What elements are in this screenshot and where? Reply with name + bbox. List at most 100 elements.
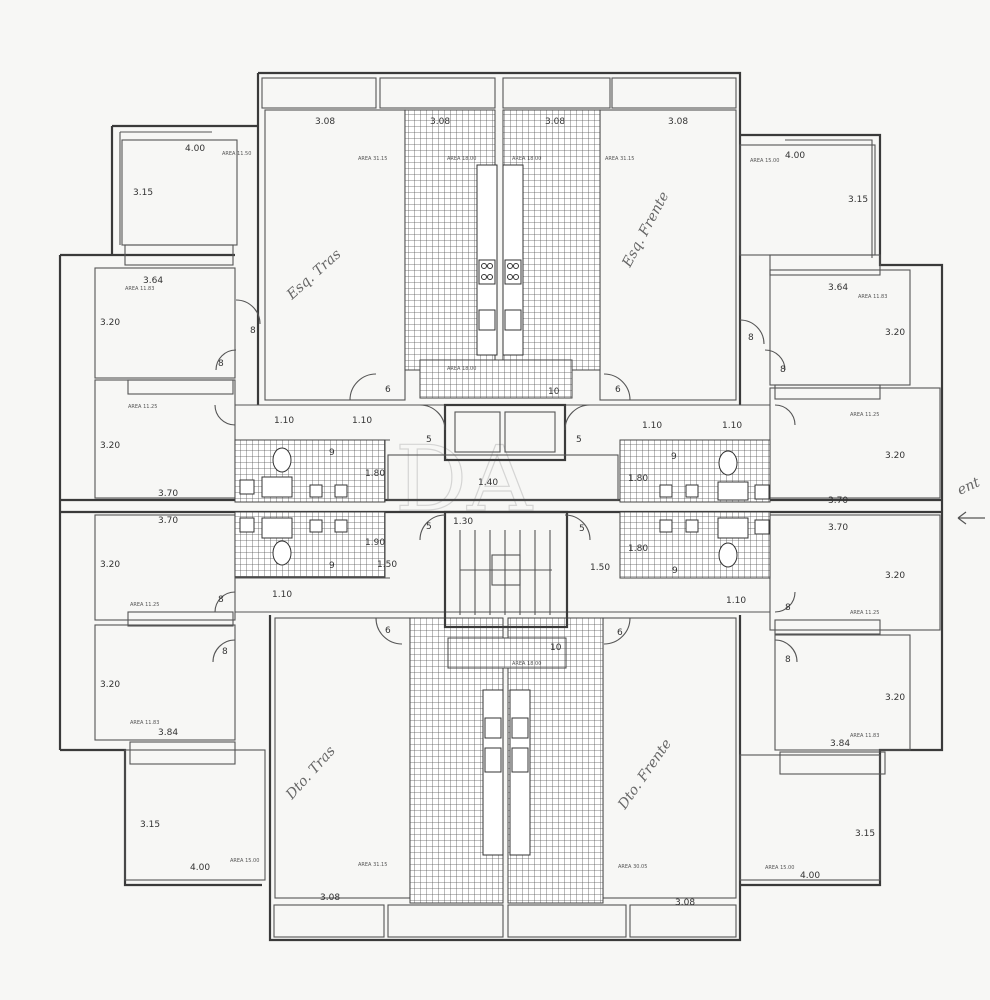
area-label: AREA 18.00 [512, 661, 541, 667]
dim-label: 3.08 [675, 898, 695, 908]
dim-label: 1.80 [628, 544, 648, 554]
dim-label: 3.70 [828, 496, 848, 506]
dim-label: 3.70 [828, 523, 848, 533]
dim-label: 3.08 [430, 117, 450, 127]
door-number: 5 [426, 522, 432, 532]
dim-label: 1.90 [365, 538, 385, 548]
door-number: 9 [672, 566, 678, 576]
dim-label: 1.10 [722, 421, 742, 431]
door-number: 6 [385, 385, 391, 395]
dim-label: 3.84 [830, 739, 850, 749]
door-number: 10 [548, 387, 560, 397]
area-labels: AREA 11.50 AREA 31.15 AREA 18.00 AREA 18… [125, 151, 887, 871]
handwritten-label: Esq. Frente [619, 189, 673, 271]
dim-label: 3.64 [828, 283, 848, 293]
area-label: AREA 11.83 [858, 294, 887, 300]
watermark: DA [395, 427, 533, 532]
door-number: 8 [218, 595, 224, 605]
building-core [387, 403, 619, 629]
area-label: AREA 15.00 [230, 858, 259, 864]
dim-label: 3.20 [885, 571, 905, 581]
stair-steps [459, 530, 552, 615]
dim-label: 3.70 [158, 489, 178, 499]
dim-label: 3.20 [100, 318, 120, 328]
area-label: AREA 31.15 [605, 156, 634, 162]
sink-icon [478, 309, 529, 739]
interior-walls [94, 109, 941, 899]
dim-label: 3.15 [140, 820, 160, 830]
dim-label: 3.20 [885, 451, 905, 461]
dim-label: 3.64 [143, 276, 163, 286]
door-number: 6 [385, 626, 391, 636]
dim-label: 3.70 [158, 516, 178, 526]
door-number: 5 [426, 435, 432, 445]
washbasin-icon [239, 479, 770, 535]
area-label: AREA 30.05 [618, 864, 647, 870]
door-number: 8 [785, 655, 791, 665]
area-label: AREA 15.00 [750, 158, 779, 164]
area-label: AREA 11.83 [130, 720, 159, 726]
handwritten-label: ent [955, 474, 983, 498]
dim-label: 4.00 [800, 871, 820, 881]
door-number: 9 [329, 561, 335, 571]
dim-label: 3.15 [855, 829, 875, 839]
area-label: AREA 18.00 [447, 156, 476, 162]
door-numbers: 6 6 8 8 8 8 8 8 8 8 5 5 5 5 9 9 9 9 6 6 … [218, 326, 791, 665]
dim-label: 1.10 [726, 596, 746, 606]
dim-label: 1.50 [590, 563, 610, 573]
stove-icon [504, 259, 522, 285]
dim-label: 1.10 [274, 416, 294, 426]
door-number: 8 [748, 333, 754, 343]
doors [212, 299, 798, 663]
area-label: AREA 11.25 [850, 610, 879, 616]
dim-label: 3.20 [885, 328, 905, 338]
area-label: AREA 11.83 [125, 286, 154, 292]
bathroom-ne [619, 439, 771, 503]
door-number: 8 [250, 326, 256, 336]
area-label: AREA 18.00 [447, 366, 476, 372]
handwritten-label: Dto. Frente [615, 736, 675, 813]
dim-label: 3.08 [315, 117, 335, 127]
dim-label: 3.20 [100, 560, 120, 570]
dim-label: 3.08 [545, 117, 565, 127]
dim-label: 1.30 [453, 517, 473, 527]
dim-label: 3.08 [668, 117, 688, 127]
door-number: 8 [218, 359, 224, 369]
kitchens [404, 109, 604, 904]
area-label: AREA 18.00 [512, 156, 541, 162]
area-label: AREA 31.15 [358, 862, 387, 868]
entrance-arrow-icon [957, 511, 985, 525]
door-number: 6 [615, 385, 621, 395]
handwritten-label: Dto. Tras [282, 743, 338, 803]
door-number: 9 [329, 448, 335, 458]
dim-label: 3.15 [133, 188, 153, 198]
toilet-icon [272, 447, 738, 568]
door-number: 10 [550, 643, 562, 653]
dim-label: 1.40 [478, 478, 498, 488]
handwritten-label: Esq. Tras [283, 246, 344, 303]
dim-label: 3.20 [100, 680, 120, 690]
stove-icon [484, 747, 529, 773]
area-label: AREA 11.83 [850, 733, 879, 739]
door-number: 5 [579, 524, 585, 534]
door-number: 6 [617, 628, 623, 638]
area-label: AREA 11.25 [850, 412, 879, 418]
area-label: AREA 15.00 [765, 865, 794, 871]
dimension-labels: 3.08 3.08 3.08 3.08 4.00 4.00 3.15 3.15 … [100, 117, 905, 908]
stove-icon [478, 259, 496, 285]
area-label: AREA 11.50 [222, 151, 251, 157]
dim-label: 1.10 [642, 421, 662, 431]
area-label: AREA 11.25 [128, 404, 157, 410]
dim-label: 1.80 [628, 474, 648, 484]
door-number: 8 [780, 365, 786, 375]
door-number: 8 [785, 603, 791, 613]
dim-label: 4.00 [785, 151, 805, 161]
dim-label: 1.10 [352, 416, 372, 426]
dim-label: 3.20 [885, 693, 905, 703]
dim-label: 4.00 [185, 144, 205, 154]
dim-label: 1.80 [365, 469, 385, 479]
bathtub-icon [261, 476, 749, 539]
dim-label: 3.20 [100, 441, 120, 451]
bathrooms [234, 439, 771, 579]
